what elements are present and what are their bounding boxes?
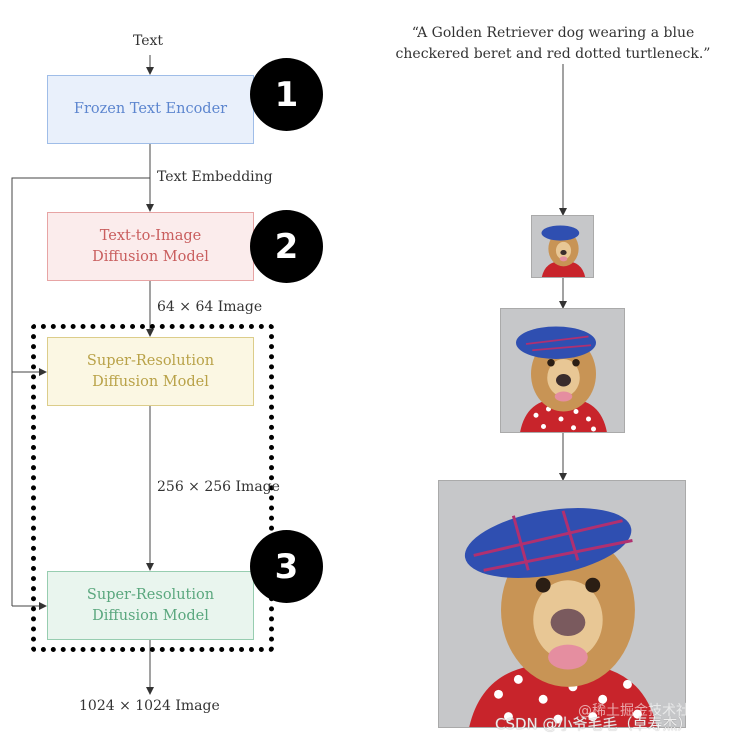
dog-illustration: [439, 481, 685, 727]
frozen-text-encoder-box: Frozen Text Encoder: [47, 75, 254, 144]
stage-label-line1: Text-to-Image: [99, 227, 202, 244]
step-badge-2: 2: [250, 210, 323, 283]
super-resolution-box-2: Super-Resolution Diffusion Model: [47, 571, 254, 640]
stage-label-line1: Super-Resolution: [86, 586, 215, 603]
img256-label: 256 × 256 Image: [157, 479, 280, 495]
watermark-line-2: CSDN @小爷毛毛（卓寿杰）: [495, 715, 693, 733]
stage-label: Frozen Text Encoder: [73, 101, 228, 117]
super-resolution-group: [31, 324, 274, 652]
step-badge-1: 1: [250, 58, 323, 131]
step-badge-3: 3: [250, 530, 323, 603]
input-text-label: Text: [133, 33, 164, 49]
prompt-text: “A Golden Retriever dog wearing a blue c…: [370, 23, 736, 65]
prompt-line-2: checkered beret and red dotted turtlenec…: [395, 46, 711, 62]
stage-label-line1: Super-Resolution: [86, 352, 215, 369]
text-embedding-label: Text Embedding: [157, 169, 273, 185]
generated-image-64: [531, 215, 594, 278]
img64-label: 64 × 64 Image: [157, 299, 263, 315]
generated-image-1024: [438, 480, 686, 728]
generated-image-256: [500, 308, 625, 433]
stage-label-line2: Diffusion Model: [92, 607, 209, 624]
embedding-skip-line: [11, 177, 150, 606]
dog-illustration: [501, 309, 624, 432]
img1024-label: 1024 × 1024 Image: [79, 698, 220, 714]
stage-label-line2: Diffusion Model: [92, 248, 209, 265]
stage-label-line2: Diffusion Model: [92, 373, 209, 390]
watermark-line-1: @稀土掘金技术社区: [578, 703, 704, 719]
dog-illustration: [532, 216, 593, 277]
prompt-line-1: “A Golden Retriever dog wearing a blue: [411, 25, 695, 41]
text-to-image-diffusion-box: Text-to-Image Diffusion Model: [47, 212, 254, 281]
super-resolution-box-1: Super-Resolution Diffusion Model: [47, 337, 254, 406]
